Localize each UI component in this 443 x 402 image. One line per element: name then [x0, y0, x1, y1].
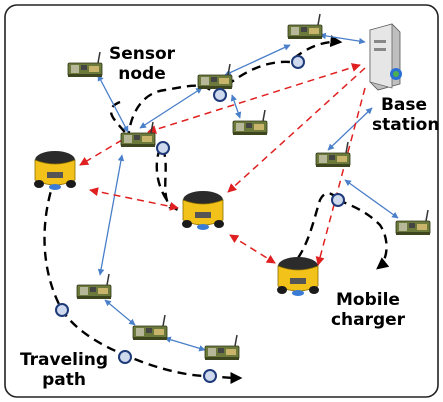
mobile-charger-icon — [276, 256, 320, 297]
link — [104, 299, 136, 326]
mobile-charger-icon — [181, 190, 225, 231]
link — [319, 32, 366, 45]
waypoint-icon — [55, 303, 69, 317]
charge-links — [79, 63, 366, 266]
charge-link — [227, 67, 366, 193]
base-station-icon — [369, 23, 402, 91]
waypoint-icon — [213, 88, 227, 102]
charge-link — [89, 187, 179, 211]
waypoint-icon — [118, 350, 132, 364]
link — [97, 74, 129, 133]
charge-link — [79, 139, 123, 166]
charge-link — [315, 87, 366, 266]
sensor-node-label: Sensor node — [108, 44, 176, 84]
charge-link — [147, 63, 361, 134]
link — [97, 154, 125, 276]
link — [344, 179, 399, 219]
traveling-path-label: Traveling path — [19, 350, 109, 390]
mobile-charger-label: Mobile charger — [330, 290, 406, 330]
link — [164, 336, 206, 352]
mobile-charger-icon — [33, 150, 77, 191]
waypoint-icon — [203, 369, 217, 383]
base-station-label: Base station — [372, 95, 440, 135]
waypoint-icon — [291, 55, 305, 69]
waypoints — [55, 55, 345, 383]
charge-link — [229, 234, 276, 264]
waypoint-icon — [156, 141, 170, 155]
waypoint-icon — [331, 193, 345, 207]
